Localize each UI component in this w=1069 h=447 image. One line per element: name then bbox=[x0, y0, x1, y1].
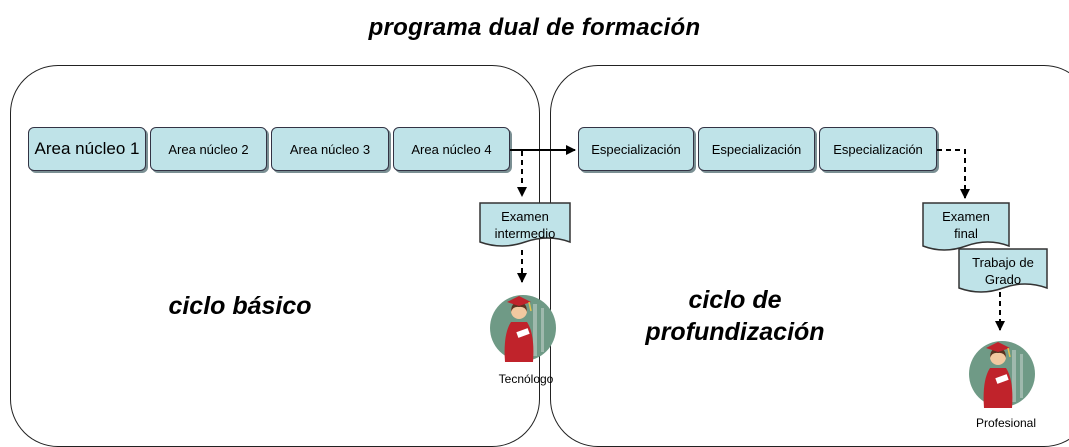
graduate-caption-technologist: Tecnólogo bbox=[498, 372, 554, 386]
graduate-icon bbox=[969, 341, 1035, 408]
module-box-core-2: Area núcleo 2 bbox=[150, 127, 267, 171]
thesis-label: Trabajo de Grado bbox=[972, 255, 1034, 287]
deep-cycle-label-line2: profundización bbox=[645, 318, 825, 346]
module-box-specialization-2: Especialización bbox=[698, 127, 815, 171]
diagram-title: programa dual de formación bbox=[368, 14, 701, 41]
intermediate-exam-label: Examen intermedio bbox=[494, 209, 556, 241]
basic-cycle-label: ciclo básico bbox=[168, 292, 312, 320]
graduate-icon bbox=[490, 295, 556, 362]
module-box-specialization-1: Especialización bbox=[578, 127, 694, 171]
graduate-caption-professional: Profesional bbox=[975, 416, 1037, 430]
basic-cycle-panel bbox=[10, 65, 540, 447]
module-box-core-3: Area núcleo 3 bbox=[271, 127, 389, 171]
module-box-specialization-3: Especialización bbox=[819, 127, 937, 171]
deep-cycle-label-line1: ciclo de bbox=[688, 286, 782, 314]
thesis-document: Trabajo de Grado bbox=[958, 248, 1048, 294]
final-exam-document: Examen final bbox=[922, 202, 1010, 252]
module-box-core-1: Area núcleo 1 bbox=[28, 127, 146, 171]
final-exam-label: Examen final bbox=[942, 209, 990, 241]
deep-cycle-label: ciclo de profundización bbox=[620, 284, 850, 348]
module-box-core-4: Area núcleo 4 bbox=[393, 127, 510, 171]
intermediate-exam-document: Examen intermedio bbox=[479, 202, 571, 248]
